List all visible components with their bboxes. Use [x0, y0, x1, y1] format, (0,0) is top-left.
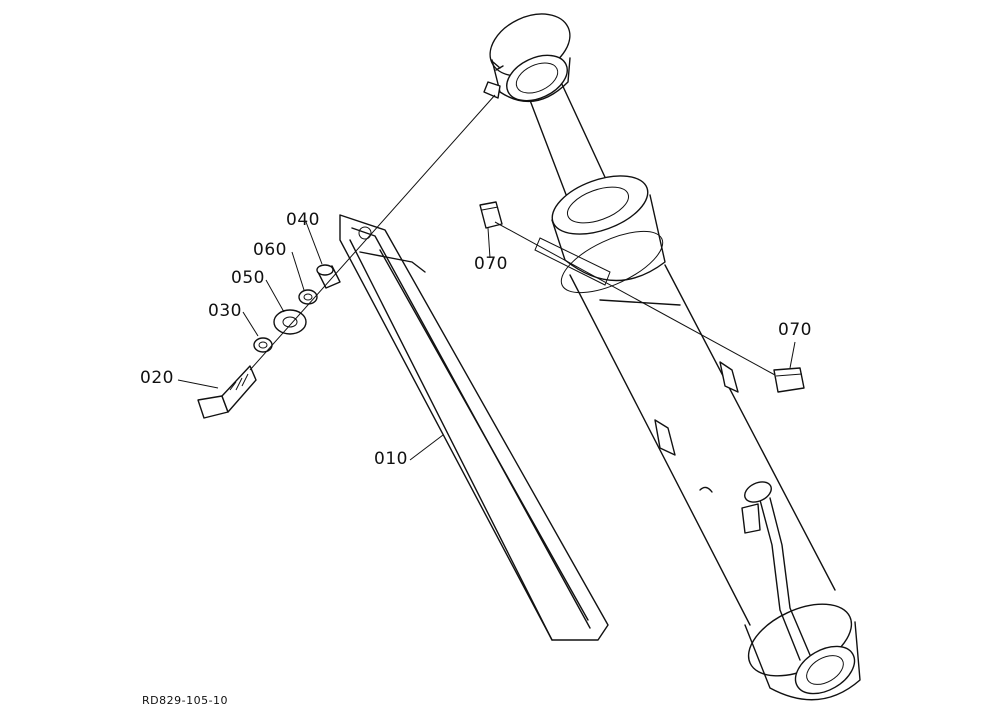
hydraulic-cylinder — [483, 13, 861, 701]
washer-030 — [253, 337, 273, 353]
cover-plate-010 — [339, 214, 609, 641]
part-label-070-lower: 070 — [778, 320, 812, 340]
pad-070-lower — [773, 367, 805, 393]
assembly-lines — [249, 94, 776, 376]
collar-040 — [316, 264, 341, 289]
part-label-010: 010 — [374, 449, 408, 469]
washer-060 — [298, 289, 318, 305]
washer-050 — [273, 309, 307, 335]
bolt-020 — [197, 365, 257, 419]
pad-070-upper — [479, 201, 503, 229]
drawing-reference-number: RD829-105-10 — [142, 694, 229, 707]
part-label-020: 020 — [140, 368, 174, 388]
part-label-030: 030 — [208, 301, 242, 321]
part-label-070-upper: 070 — [474, 254, 508, 274]
part-label-060: 060 — [253, 240, 287, 260]
leader-lines — [177, 221, 796, 461]
part-label-040: 040 — [286, 210, 320, 230]
part-label-050: 050 — [231, 268, 265, 288]
